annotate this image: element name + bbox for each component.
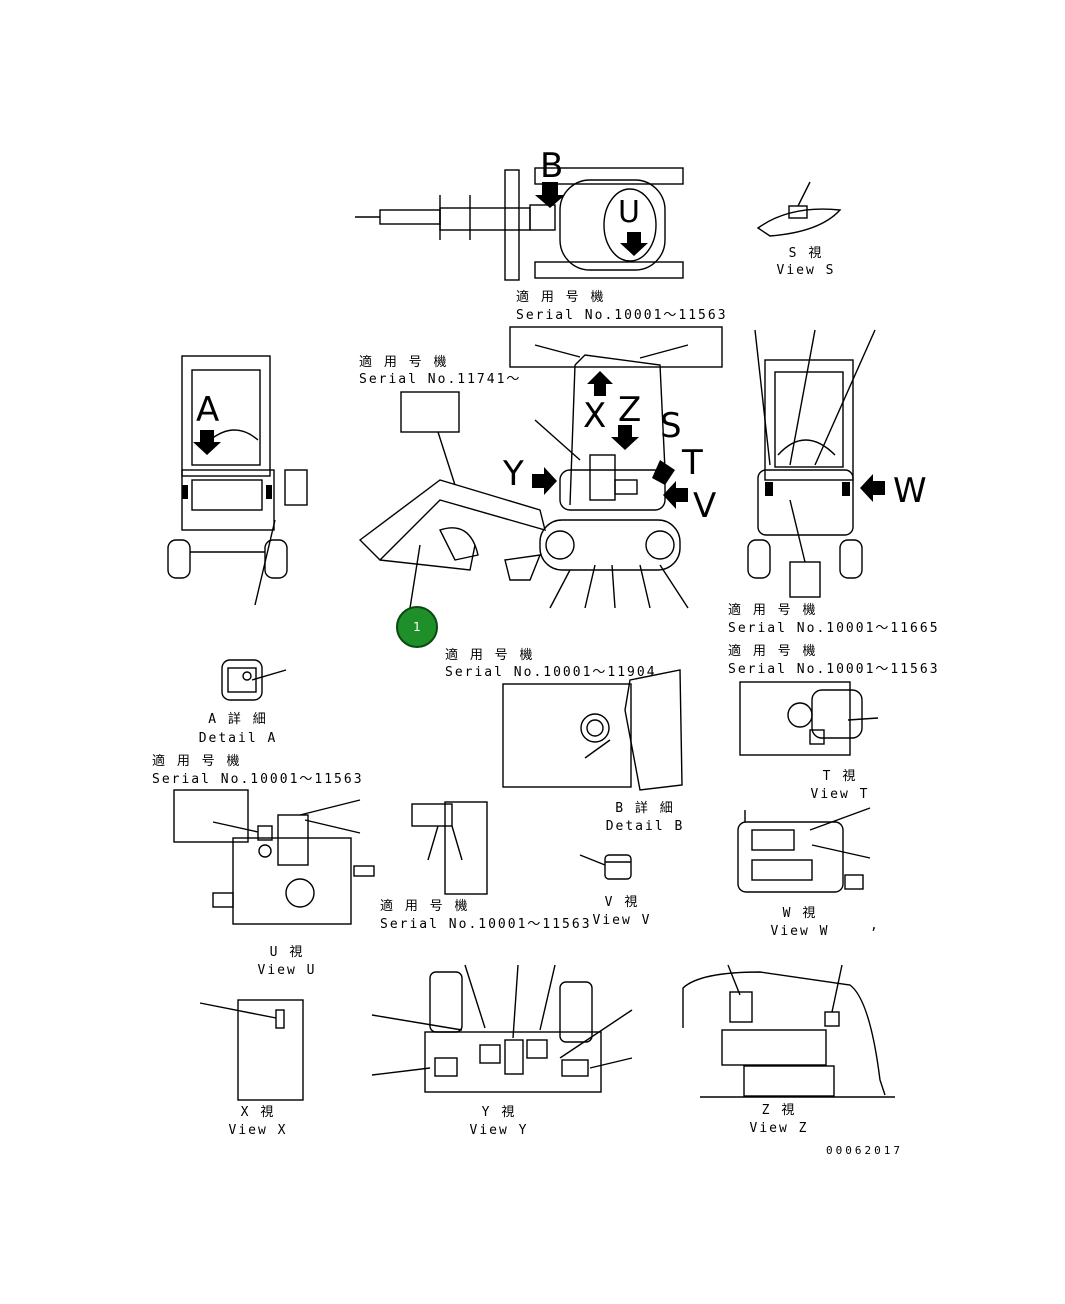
callout-1[interactable]: 1 [396,606,438,648]
view-w-drawing [737,807,871,893]
view-w-en: View W [770,924,830,939]
letter-v: V [693,486,717,526]
view-y-jp: Y 視 [481,1105,517,1120]
serial-header-boom: 適 用 号 機 [359,355,449,370]
view-y-drawing [371,964,633,1093]
view-z-drawing [682,964,895,1098]
serial-detail-b: Serial No.10001～11904 [445,665,657,680]
view-s-jp: S 視 [788,246,824,261]
serial-right-2: Serial No.10001～11563 [728,662,940,677]
letter-z: Z [618,390,642,430]
arrow-up-icon [587,371,613,396]
letter-u: U [618,195,640,230]
serial-header-top: 適 用 号 機 [516,290,606,305]
serial-header-right-2: 適 用 号 機 [728,644,818,659]
serial-box-boom [400,391,460,433]
comma-mark: , [870,918,880,933]
serial-boom: Serial No.11741～ [359,372,522,387]
view-t-jp: T 視 [822,769,858,784]
arrow-diag-icon [652,460,675,485]
front-view-left-drawing [167,355,308,606]
view-v-jp: V 視 [604,895,640,910]
arrow-down-icon [535,182,565,208]
view-s-drawing [756,181,842,237]
serial-header-left: 適 用 号 機 [152,754,242,769]
serial-header-bottom-mid: 適 用 号 機 [380,899,470,914]
letter-t: T [682,443,703,483]
letter-s: S [660,406,682,446]
serial-left: Serial No.10001～11563 [152,772,364,787]
letter-a: A [196,390,220,430]
view-u-en: View U [257,963,317,978]
serial-right-1: Serial No.10001～11665 [728,621,940,636]
drawing-number: 00062017 [826,1144,903,1157]
top-view-drawing [355,167,684,281]
arrow-down-icon [620,232,648,256]
letter-x: X [583,396,607,436]
serial-box-top [509,326,723,368]
view-v-drawing [579,854,632,880]
callout-1-number: 1 [413,620,421,634]
side-view-drawing [358,354,689,609]
serial-header-detail-b: 適 用 号 機 [445,648,535,663]
arrow-down-icon [611,425,639,450]
view-z-en: View Z [749,1121,809,1136]
serial-top: Serial No.10001～11563 [516,308,728,323]
front-view-right-drawing [747,329,876,598]
view-u-jp: U 視 [269,945,305,960]
view-v-en: View V [592,913,652,928]
view-w-jp: W 視 [782,906,818,921]
view-t-drawing [739,681,879,756]
arrow-left-icon [663,481,688,509]
detail-a-drawing [221,659,287,701]
detail-a-en: Detail A [198,731,278,746]
detail-b-en: Detail B [605,819,685,834]
arrow-left-icon [860,474,885,502]
arrow-down-icon [193,430,221,455]
detail-b-drawing [502,669,683,791]
view-u-drawing [173,789,375,925]
view-x-en: View X [228,1123,288,1138]
letter-w: W [893,471,927,511]
view-t-en: View T [810,787,870,802]
view-x-drawing [199,999,304,1101]
detail-a-jp: A 詳 細 [208,712,268,727]
letter-y: Y [503,454,524,494]
view-y-en: View Y [469,1123,529,1138]
view-x-jp: X 視 [240,1105,276,1120]
detail-b-jp: B 詳 細 [615,801,675,816]
view-s-en: View S [776,263,836,278]
view-z-jp: Z 視 [761,1103,797,1118]
letter-b: B [540,146,564,186]
serial-bottom-mid: Serial No.10001～11563 [380,917,592,932]
serial-header-right-1: 適 用 号 機 [728,603,818,618]
arrow-right-icon [532,467,557,495]
middle-part-drawing [411,801,488,895]
